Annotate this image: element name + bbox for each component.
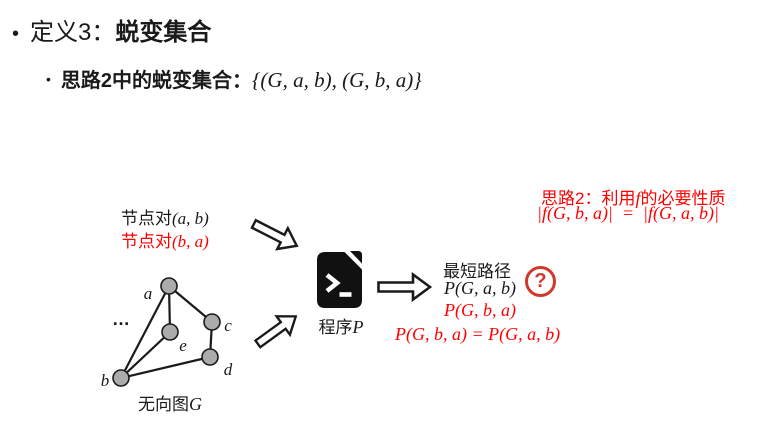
input-pair-ba: 节点对(b, a) — [121, 227, 209, 252]
terminal-script-icon — [317, 251, 362, 308]
annotation-line1-post: 的必要性质 — [640, 189, 726, 208]
input-pair-ba-math: (b, a) — [172, 232, 209, 251]
annotation-line1: 思路2：利用f的必要性质 — [541, 184, 725, 209]
graph-node-label-b: b — [101, 371, 110, 390]
title-emphasis: 蜕变集合 — [115, 19, 212, 46]
graph-node-b — [112, 369, 130, 387]
subtitle-label: 思路2中的蜕变集合： — [60, 70, 253, 92]
graph-ellipsis: … — [112, 309, 130, 329]
title-prefix: 定义3： — [30, 19, 116, 46]
undirected-graph: a b c d e — [101, 277, 233, 390]
arrow-pairs-to-program-icon — [250, 218, 299, 251]
graph-edge-a-c — [168, 285, 213, 323]
question-mark-icon: ? — [525, 266, 556, 297]
graph-node-e — [161, 323, 179, 341]
graph-node-a — [160, 277, 178, 295]
subtitle-bullet: • — [46, 71, 51, 87]
program-label-math: P — [352, 317, 364, 337]
subtitle-math: {(G, a, b), (G, b, a)} — [252, 68, 422, 92]
program-label-text: 程序 — [318, 318, 353, 337]
graph-node-d — [201, 348, 219, 366]
output-result-black: P(G, a, b) — [444, 278, 516, 298]
graph-node-label-a: a — [144, 284, 153, 303]
arrow-graph-to-program-icon — [253, 315, 298, 349]
slide-subtitle: • 思路2中的蜕变集合：{(G, a, b), (G, b, a)} — [46, 64, 422, 93]
graph-caption-label: 无向图 — [138, 395, 189, 414]
output-result-red: P(G, b, a) — [444, 300, 516, 320]
graph-edge-b-e — [120, 331, 171, 379]
input-pair-ab-label: 节点对 — [121, 209, 172, 228]
graph-node-label-c: c — [224, 316, 232, 335]
title-bullet: • — [12, 23, 20, 45]
program-label: 程序P — [312, 313, 370, 338]
output-equation: P(G, b, a) = P(G, a, b) — [395, 324, 561, 344]
annotation-line1-pre: 思路2：利用 — [541, 189, 636, 208]
annotation-line1-math: f — [635, 188, 641, 208]
graph-node-label-d: d — [224, 360, 233, 379]
graph-edge-a-b — [120, 285, 170, 379]
graph-caption: 无向图G — [138, 390, 202, 415]
graph-caption-math: G — [189, 394, 202, 414]
graph-node-c — [203, 313, 221, 331]
annotation-line2: |f(G, b, a)| = |f(G, a, b)| — [537, 203, 719, 223]
output-heading: 最短路径 — [443, 262, 511, 281]
graph-edge-b-d — [120, 355, 211, 380]
input-pair-ba-label: 节点对 — [121, 232, 172, 251]
input-pair-ab-math: (a, b) — [172, 209, 209, 228]
arrow-program-to-output-icon — [377, 272, 432, 302]
slide-title: • 定义3：蜕变集合 — [12, 12, 211, 47]
input-pair-ab: 节点对(a, b) — [121, 204, 209, 229]
graph-node-label-e: e — [179, 336, 187, 355]
